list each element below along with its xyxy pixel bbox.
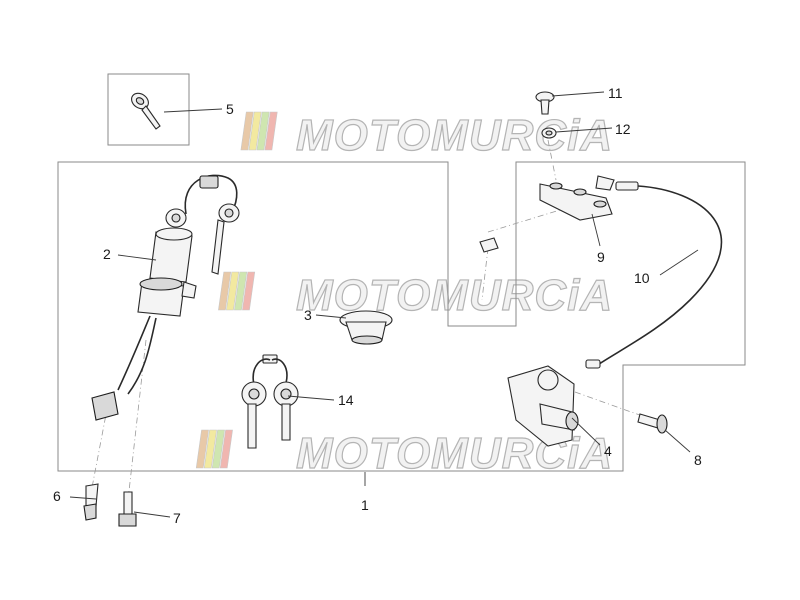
keys-part <box>241 354 299 449</box>
seat-lock-part <box>507 365 579 447</box>
callout-5: 5 <box>226 101 234 117</box>
callout-14: 14 <box>338 392 354 408</box>
callout-7: 7 <box>173 510 181 526</box>
leader-lines <box>69 91 699 518</box>
callout-11: 11 <box>608 85 623 101</box>
watermark-text: MOTOMURCiA <box>296 111 613 160</box>
flange-bolt-part <box>637 413 668 434</box>
watermark: MOTOMURCiA <box>218 270 613 321</box>
watermark: MOTOMURCiA <box>240 110 613 161</box>
screw-part <box>535 91 555 115</box>
callout-3: 3 <box>304 307 312 323</box>
washer-part <box>541 127 557 139</box>
callout-12: 12 <box>615 121 631 137</box>
callout-6: 6 <box>53 488 61 504</box>
callout-1: 1 <box>361 497 369 513</box>
watermark-stripes <box>195 429 233 469</box>
callout-8: 8 <box>694 452 702 468</box>
key-blank-frame <box>107 73 190 146</box>
watermark-stripes <box>218 271 256 311</box>
watermark-stripes <box>240 111 278 151</box>
cap-part <box>339 310 393 345</box>
bolt-part <box>118 491 137 527</box>
callout-10: 10 <box>634 270 650 286</box>
release-assembly-frame <box>447 162 517 327</box>
release-bracket-part <box>539 175 615 221</box>
grub-screw-part <box>83 483 99 521</box>
bushing-part <box>479 237 499 253</box>
release-cable-part <box>585 181 723 369</box>
callout-2: 2 <box>103 246 111 262</box>
callout-4: 4 <box>604 443 612 459</box>
callouts: 5 2 3 14 6 7 1 4 8 9 10 11 12 <box>53 85 702 526</box>
watermark-text: MOTOMURCiA <box>296 271 613 320</box>
key-blank-part <box>131 92 161 130</box>
callout-9: 9 <box>597 249 605 265</box>
ignition-switch-part <box>91 174 240 421</box>
